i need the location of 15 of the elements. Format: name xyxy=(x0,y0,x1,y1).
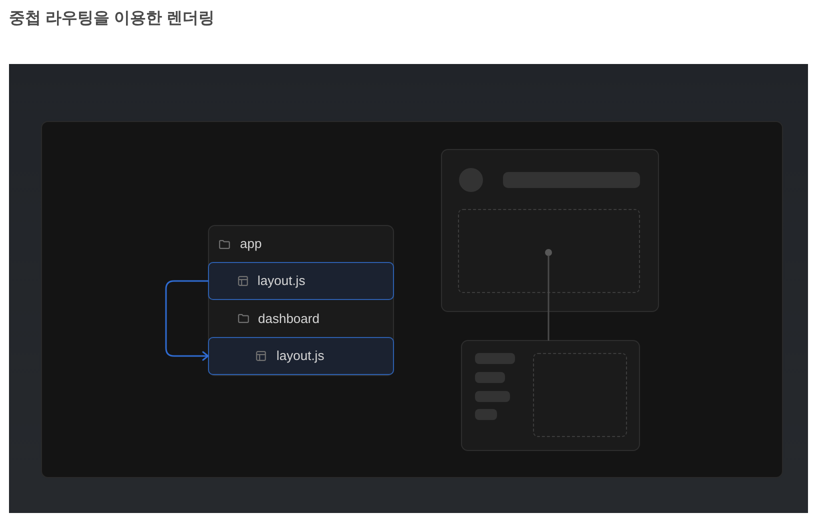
folder-name: dashboard xyxy=(258,310,320,326)
dashed-slot xyxy=(458,209,640,293)
folder-name: app xyxy=(240,236,262,252)
file-name: layout.js xyxy=(276,348,324,364)
file-name: layout.js xyxy=(258,272,306,288)
bracket-arrow xyxy=(165,280,209,361)
connector-dot xyxy=(545,249,552,256)
page-mockup xyxy=(461,340,640,451)
layout-mockup xyxy=(441,149,659,312)
file-row xyxy=(208,337,394,375)
file-row xyxy=(208,262,394,300)
connector-line xyxy=(548,255,550,341)
file-tree-panel xyxy=(208,225,394,376)
title: 중첩 라우팅을 이용한 렌더링 xyxy=(9,9,214,29)
dashed-slot xyxy=(533,353,627,437)
